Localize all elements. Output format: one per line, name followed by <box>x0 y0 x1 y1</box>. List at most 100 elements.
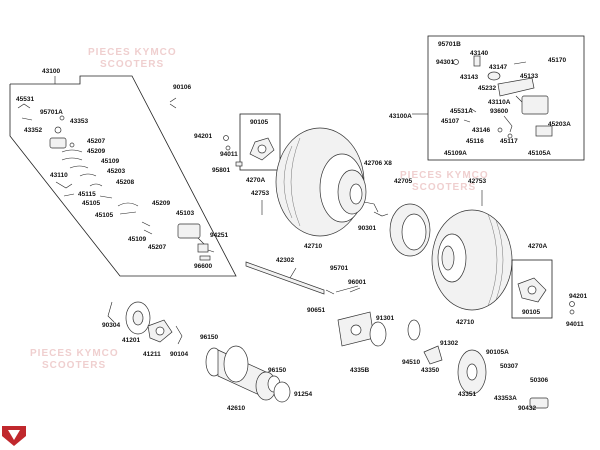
label-95801: 95801 <box>212 167 230 174</box>
label-94201: 94201 <box>194 133 212 140</box>
label-45203: 45203 <box>107 168 125 175</box>
labels-caliper-left: 43100 45531 95701A 43353 43352 45207 452… <box>16 68 228 270</box>
label-45531A: 45531A <box>450 108 473 115</box>
caliper-group-43100 <box>9 75 237 277</box>
svg-text:SCOOTERS: SCOOTERS <box>100 59 164 70</box>
label-90106: 90106 <box>173 84 191 91</box>
label-50307: 50307 <box>500 363 518 370</box>
label-96600: 96600 <box>194 263 212 270</box>
label-93600: 93600 <box>490 108 508 115</box>
label-45115: 45115 <box>78 191 96 198</box>
label-96001: 96001 <box>348 279 366 286</box>
label-42710: 42710 <box>304 243 322 250</box>
label-94301: 94301 <box>436 59 454 66</box>
label-95701B: 95701B <box>438 41 461 48</box>
labels-bottom-left: 90304 41201 41211 90104 96150 96150 4261… <box>102 322 312 412</box>
svg-text:SCOOTERS: SCOOTERS <box>42 360 106 371</box>
label-45105A: 45105A <box>528 150 551 157</box>
label-45133: 45133 <box>520 73 538 80</box>
label-45207: 45207 <box>87 138 105 145</box>
label-43147: 43147 <box>489 64 507 71</box>
tire-right <box>431 190 513 311</box>
label-45209: 45209 <box>87 148 105 155</box>
label-91302: 91302 <box>440 340 458 347</box>
axle-42302 <box>245 261 335 295</box>
label-43353: 43353 <box>70 118 88 125</box>
label-90105: 90105 <box>250 119 268 126</box>
label-91301: 91301 <box>376 315 394 322</box>
labels-hub-right: 4270A 90105 94201 94011 <box>522 243 587 328</box>
labels-caliper-right: 95701B 94301 43140 43147 45170 43143 451… <box>389 41 571 157</box>
labels-hub-upper: 90106 94201 90105 94011 4270A 95801 4275… <box>173 84 269 197</box>
label-41201: 41201 <box>122 337 140 344</box>
label-96150-b: 96150 <box>268 367 286 374</box>
label-45109A: 45109A <box>444 150 467 157</box>
bracket-4335B <box>337 311 421 347</box>
label-45109: 45109 <box>101 158 119 165</box>
label-45103: 45103 <box>176 210 194 217</box>
label-94201-b: 94201 <box>569 293 587 300</box>
label-96150: 96150 <box>200 334 218 341</box>
label-43146: 43146 <box>472 127 490 134</box>
label-90105A: 90105A <box>486 349 509 356</box>
hub-box-right <box>511 259 575 319</box>
label-94011-b: 94011 <box>566 321 584 328</box>
label-95701A: 95701A <box>40 109 63 116</box>
rim-42705 <box>363 201 431 257</box>
label-45232: 45232 <box>478 85 496 92</box>
watermark-right: PIECES KYMCO SCOOTERS <box>400 170 489 193</box>
label-45109-b: 45109 <box>128 236 146 243</box>
label-4270A: 4270A <box>246 177 265 184</box>
label-43143: 43143 <box>460 74 478 81</box>
label-45116: 45116 <box>466 138 484 145</box>
label-43110A: 43110A <box>488 99 511 106</box>
label-42753-b: 42753 <box>468 178 486 185</box>
label-45117: 45117 <box>500 138 518 145</box>
label-42710-b: 42710 <box>456 319 474 326</box>
label-43353A: 43353A <box>494 395 517 402</box>
label-90651: 90651 <box>307 307 325 314</box>
label-94011: 94011 <box>220 151 238 158</box>
label-4270A-b: 4270A <box>528 243 547 250</box>
label-95701: 95701 <box>330 265 348 272</box>
label-43352: 43352 <box>24 127 42 134</box>
label-50306: 50306 <box>530 377 548 384</box>
label-43100: 43100 <box>42 68 60 75</box>
label-43140: 43140 <box>470 50 488 57</box>
label-45208: 45208 <box>116 179 134 186</box>
svg-text:PIECES KYMCO: PIECES KYMCO <box>88 47 177 58</box>
label-90301: 90301 <box>358 225 376 232</box>
hub-box-upper <box>169 97 281 171</box>
label-45107: 45107 <box>441 118 459 125</box>
label-45207-b: 45207 <box>148 244 166 251</box>
label-42706-x8: 42706 X8 <box>364 160 392 167</box>
label-90105-b: 90105 <box>522 309 540 316</box>
label-90104: 90104 <box>170 351 188 358</box>
label-42753: 42753 <box>251 190 269 197</box>
label-91254: 91254 <box>294 391 312 398</box>
label-45170: 45170 <box>548 57 566 64</box>
labels-bottom-center: 91301 4335B 94510 91302 43350 90105A 503… <box>350 315 548 412</box>
label-4335B: 4335B <box>350 367 369 374</box>
watermark-bottom: PIECES KYMCO SCOOTERS <box>30 348 119 371</box>
sprocket-43351 <box>423 345 549 409</box>
label-94251: 94251 <box>210 232 228 239</box>
label-90304: 90304 <box>102 322 120 329</box>
label-43350: 43350 <box>421 367 439 374</box>
brake-disc-41201 <box>107 301 183 345</box>
labels-tire-right: 42710 <box>456 319 474 326</box>
svg-text:SCOOTERS: SCOOTERS <box>412 182 476 193</box>
label-43100A: 43100A <box>389 113 412 120</box>
bearing-housing-42610 <box>205 345 291 403</box>
svg-text:PIECES KYMCO: PIECES KYMCO <box>400 170 489 181</box>
label-43110: 43110 <box>50 172 68 179</box>
label-45203A: 45203A <box>548 121 571 128</box>
labels-axle: 42302 95701 96001 90651 <box>276 257 366 314</box>
label-45105-b: 45105 <box>95 212 113 219</box>
label-41211: 41211 <box>143 351 161 358</box>
tire-left <box>261 127 367 237</box>
watermark-left: PIECES KYMCO SCOOTERS <box>88 47 177 70</box>
labels-tire-left: 42706 X8 42705 42710 90301 42753 <box>304 160 486 250</box>
label-42610: 42610 <box>227 405 245 412</box>
svg-text:PIECES KYMCO: PIECES KYMCO <box>30 348 119 359</box>
